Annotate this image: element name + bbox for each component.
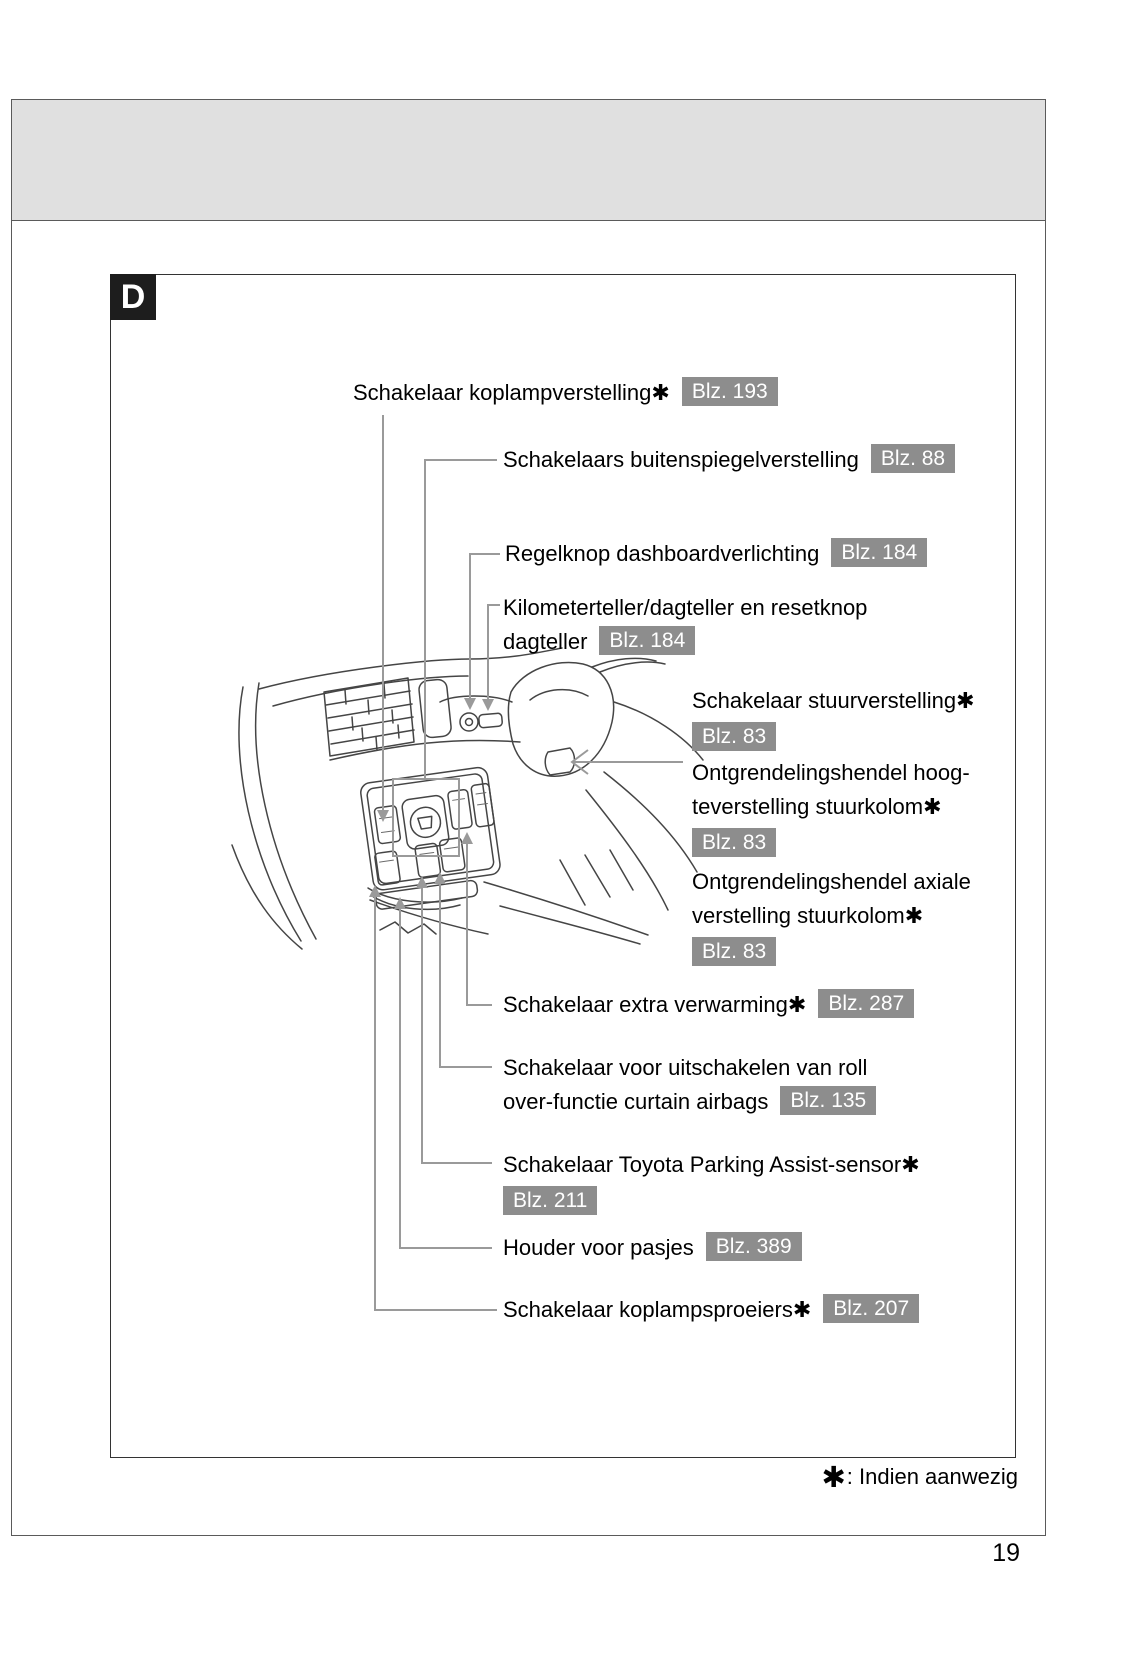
dashboard-drawing bbox=[231, 647, 704, 950]
page-ref-badge: Blz. 207 bbox=[823, 1294, 920, 1323]
callout-text: Ontgrendelingshendel hoog- bbox=[692, 760, 970, 785]
callout-text: Schakelaar Toyota Parking Assist-sensor✱ bbox=[503, 1152, 920, 1177]
callout-dashboardverlichting: Regelknop dashboardverlichting Blz. 184 bbox=[505, 537, 928, 571]
callout-text: Schakelaar koplampsproeiers✱ bbox=[503, 1297, 812, 1322]
callout-hoogteverstelling-stuurkolom: Ontgrendelingshendel hoog- teverstelling… bbox=[692, 756, 970, 861]
page-ref-badge: Blz. 389 bbox=[705, 1232, 802, 1261]
page-ref-badge: Blz. 83 bbox=[692, 828, 777, 857]
page-ref-badge: Blz. 83 bbox=[692, 722, 777, 751]
callout-extra-verwarming: Schakelaar extra verwarming✱ Blz. 287 bbox=[503, 988, 915, 1022]
callout-text: Schakelaar voor uitschakelen van roll bbox=[503, 1055, 868, 1080]
page-ref-badge: Blz. 184 bbox=[599, 626, 696, 655]
footnote: ✱: Indien aanwezig bbox=[821, 1460, 1018, 1495]
page-ref-badge: Blz. 287 bbox=[818, 989, 915, 1018]
callout-kilometerteller: Kilometerteller/dagteller en resetknop d… bbox=[503, 591, 867, 659]
callout-koplampverstelling: Schakelaar koplampverstelling✱ Blz. 193 bbox=[353, 376, 778, 410]
page-ref-badge: Blz. 193 bbox=[681, 377, 778, 406]
callout-parking-assist-sensor: Schakelaar Toyota Parking Assist-sensor✱… bbox=[503, 1148, 920, 1219]
callout-text: teverstelling stuurkolom✱ bbox=[692, 794, 942, 819]
callout-text: over-functie curtain airbags bbox=[503, 1089, 769, 1114]
callout-text: Ontgrendelingshendel axiale bbox=[692, 869, 971, 894]
header-bar bbox=[12, 100, 1045, 221]
page-number: 19 bbox=[992, 1539, 1020, 1567]
footnote-text: : Indien aanwezig bbox=[846, 1464, 1018, 1489]
callout-stuurverstelling: Schakelaar stuurverstelling✱ Blz. 83 bbox=[692, 684, 975, 755]
callout-text: Schakelaars buitenspiegelverstelling bbox=[503, 447, 859, 472]
callout-rollover-curtain-airbags: Schakelaar voor uitschakelen van roll ov… bbox=[503, 1051, 877, 1119]
callout-buitenspiegelverstelling: Schakelaars buitenspiegelverstelling Blz.… bbox=[503, 443, 956, 477]
asterisk-symbol: ✱ bbox=[821, 1462, 846, 1494]
page-ref-badge: Blz. 88 bbox=[870, 444, 956, 473]
callout-houder-voor-pasjes: Houder voor pasjes Blz. 389 bbox=[503, 1231, 802, 1265]
callout-koplampsproeiers: Schakelaar koplampsproeiers✱ Blz. 207 bbox=[503, 1293, 920, 1327]
callout-text: verstelling stuurkolom✱ bbox=[692, 903, 924, 928]
callout-text: Regelknop dashboardverlichting bbox=[505, 541, 820, 566]
callout-axiale-verstelling-stuurkolom: Ontgrendelingshendel axiale verstelling … bbox=[692, 865, 971, 970]
leader-lines bbox=[374, 415, 683, 1311]
callout-text: Schakelaar koplampverstelling✱ bbox=[353, 380, 670, 405]
callout-text: Kilometerteller/dagteller en resetknop bbox=[503, 595, 868, 620]
page-ref-badge: Blz. 83 bbox=[692, 937, 777, 966]
page-ref-badge: Blz. 135 bbox=[780, 1086, 877, 1115]
page-ref-badge: Blz. 184 bbox=[831, 538, 928, 567]
callout-text: Schakelaar stuurverstelling✱ bbox=[692, 688, 975, 713]
callout-text: Houder voor pasjes bbox=[503, 1235, 694, 1260]
page-ref-badge: Blz. 211 bbox=[503, 1186, 598, 1215]
callout-text: dagteller bbox=[503, 629, 588, 654]
callout-text: Schakelaar extra verwarming✱ bbox=[503, 992, 807, 1017]
section-label-d: D bbox=[110, 274, 156, 320]
leader-arrowheads bbox=[369, 698, 494, 909]
